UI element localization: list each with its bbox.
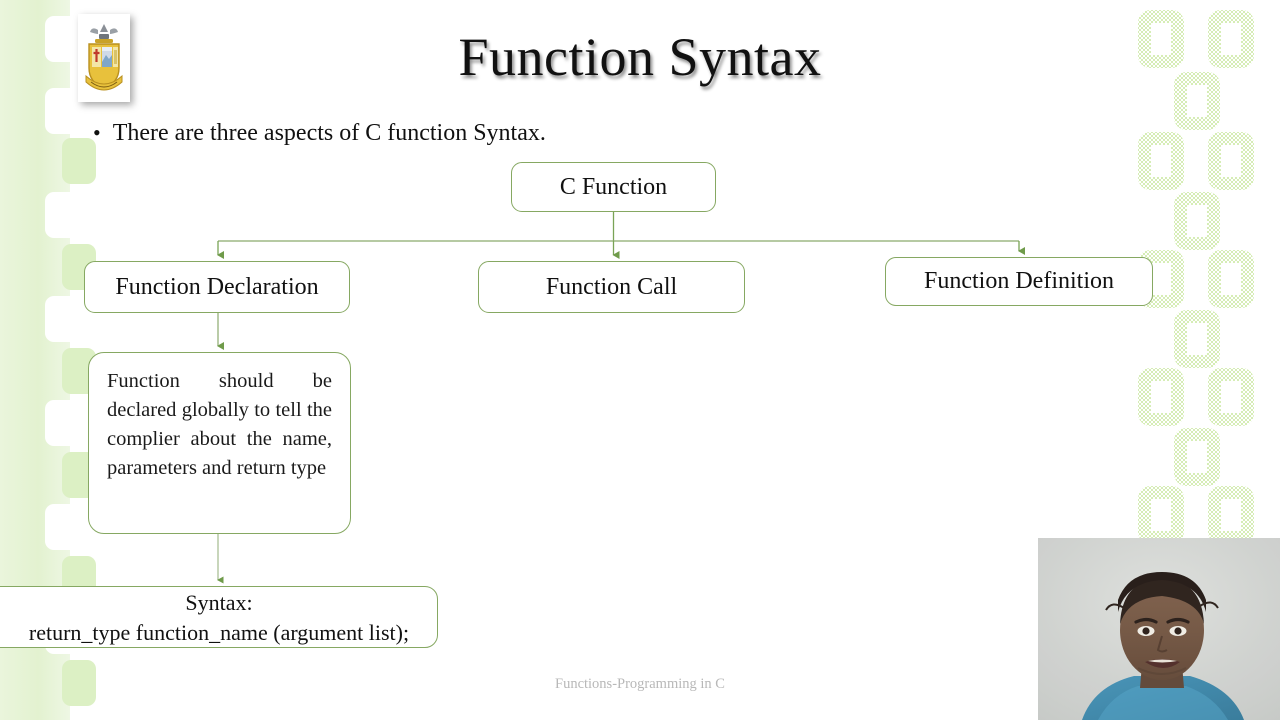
pattern-square [1174, 192, 1220, 250]
node-c-function[interactable]: C Function [511, 162, 716, 212]
node-function-call[interactable]: Function Call [478, 261, 745, 313]
node-label: Function Call [545, 273, 678, 300]
node-declaration-description[interactable]: Function should be declared globally to … [88, 352, 351, 534]
bullet-marker-icon: • [93, 120, 101, 145]
decor-square [45, 400, 79, 446]
pattern-square [1208, 368, 1254, 426]
bullet-line: • There are three aspects of C function … [93, 118, 546, 148]
college-crest-logo [78, 14, 130, 102]
decor-square [45, 296, 79, 342]
decor-square [45, 192, 79, 238]
pattern-square [1174, 428, 1220, 486]
node-declaration-syntax[interactable]: Syntax: return_type function_name (argum… [0, 586, 438, 648]
pattern-square [1208, 132, 1254, 190]
decor-square [62, 138, 96, 184]
decor-square [45, 88, 79, 134]
node-function-definition[interactable]: Function Definition [885, 257, 1153, 306]
syntax-heading: Syntax: [185, 589, 253, 615]
pattern-square [1138, 368, 1184, 426]
pattern-square [1208, 486, 1254, 544]
node-label: Function Definition [924, 268, 1114, 294]
crest-icon [78, 14, 130, 102]
pattern-square [1174, 310, 1220, 368]
pattern-square [1208, 250, 1254, 308]
left-square-pattern [0, 0, 110, 720]
node-function-declaration[interactable]: Function Declaration [84, 261, 350, 313]
syntax-body: return_type function_name (argument list… [28, 619, 410, 645]
node-label: C Function [559, 173, 668, 200]
node-label: Function Declaration [115, 273, 319, 300]
bullet-text: There are three aspects of C function Sy… [112, 120, 546, 146]
pattern-square [1138, 486, 1184, 544]
presenter-webcam-overlay[interactable] [1038, 538, 1280, 720]
decor-square [45, 504, 79, 550]
decor-square [62, 660, 96, 706]
pattern-square [1138, 132, 1184, 190]
webcam-video-frame [1038, 538, 1280, 720]
decor-square [45, 16, 79, 62]
slide-footer: Functions-Programming in C [555, 676, 725, 692]
page-title: Function Syntax [458, 27, 822, 87]
declaration-description-text: Function should be declared globally to … [107, 370, 332, 479]
